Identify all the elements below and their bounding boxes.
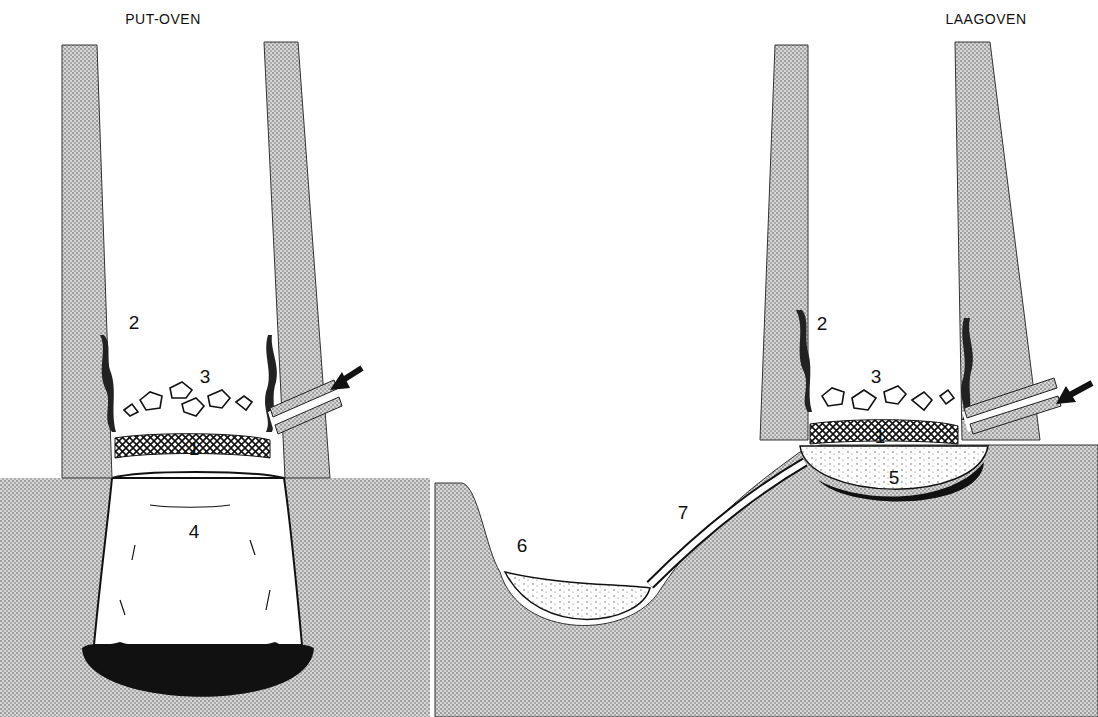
pit (94, 478, 302, 645)
slag-channel (650, 462, 805, 585)
tuyere (275, 397, 342, 434)
callout-number: 3 (200, 367, 211, 386)
pit-bottom (82, 642, 314, 697)
ground (0, 478, 430, 717)
air-arrow (1056, 386, 1076, 404)
wall-slag (796, 310, 812, 412)
shaft-wall (760, 45, 808, 440)
bloom (115, 434, 270, 458)
bowl-bottom (818, 462, 984, 501)
callout-number: 2 (817, 314, 828, 333)
air-arrow (330, 372, 350, 390)
callout-number: 6 (517, 536, 528, 555)
ore-lumps (822, 386, 954, 410)
furnace-heading: PUT-OVEN (125, 12, 201, 26)
shaft-wall (955, 42, 1040, 440)
callout-number: 1 (875, 427, 886, 446)
callout-number: 2 (129, 313, 140, 332)
wall-slag (961, 318, 973, 420)
callout-number: 5 (889, 468, 900, 487)
wall-slag (100, 335, 116, 432)
ground (435, 445, 1098, 717)
furnace-heading: LAAGOVEN (945, 12, 1026, 26)
callout-number: 7 (678, 503, 689, 522)
tuyere (970, 396, 1061, 434)
shaft-wall (62, 45, 112, 478)
slag-basin (505, 572, 650, 619)
ore-lumps (124, 382, 252, 416)
callout-number: 1 (189, 439, 200, 458)
callout-number: 3 (871, 367, 882, 386)
callout-number: 4 (189, 522, 200, 541)
